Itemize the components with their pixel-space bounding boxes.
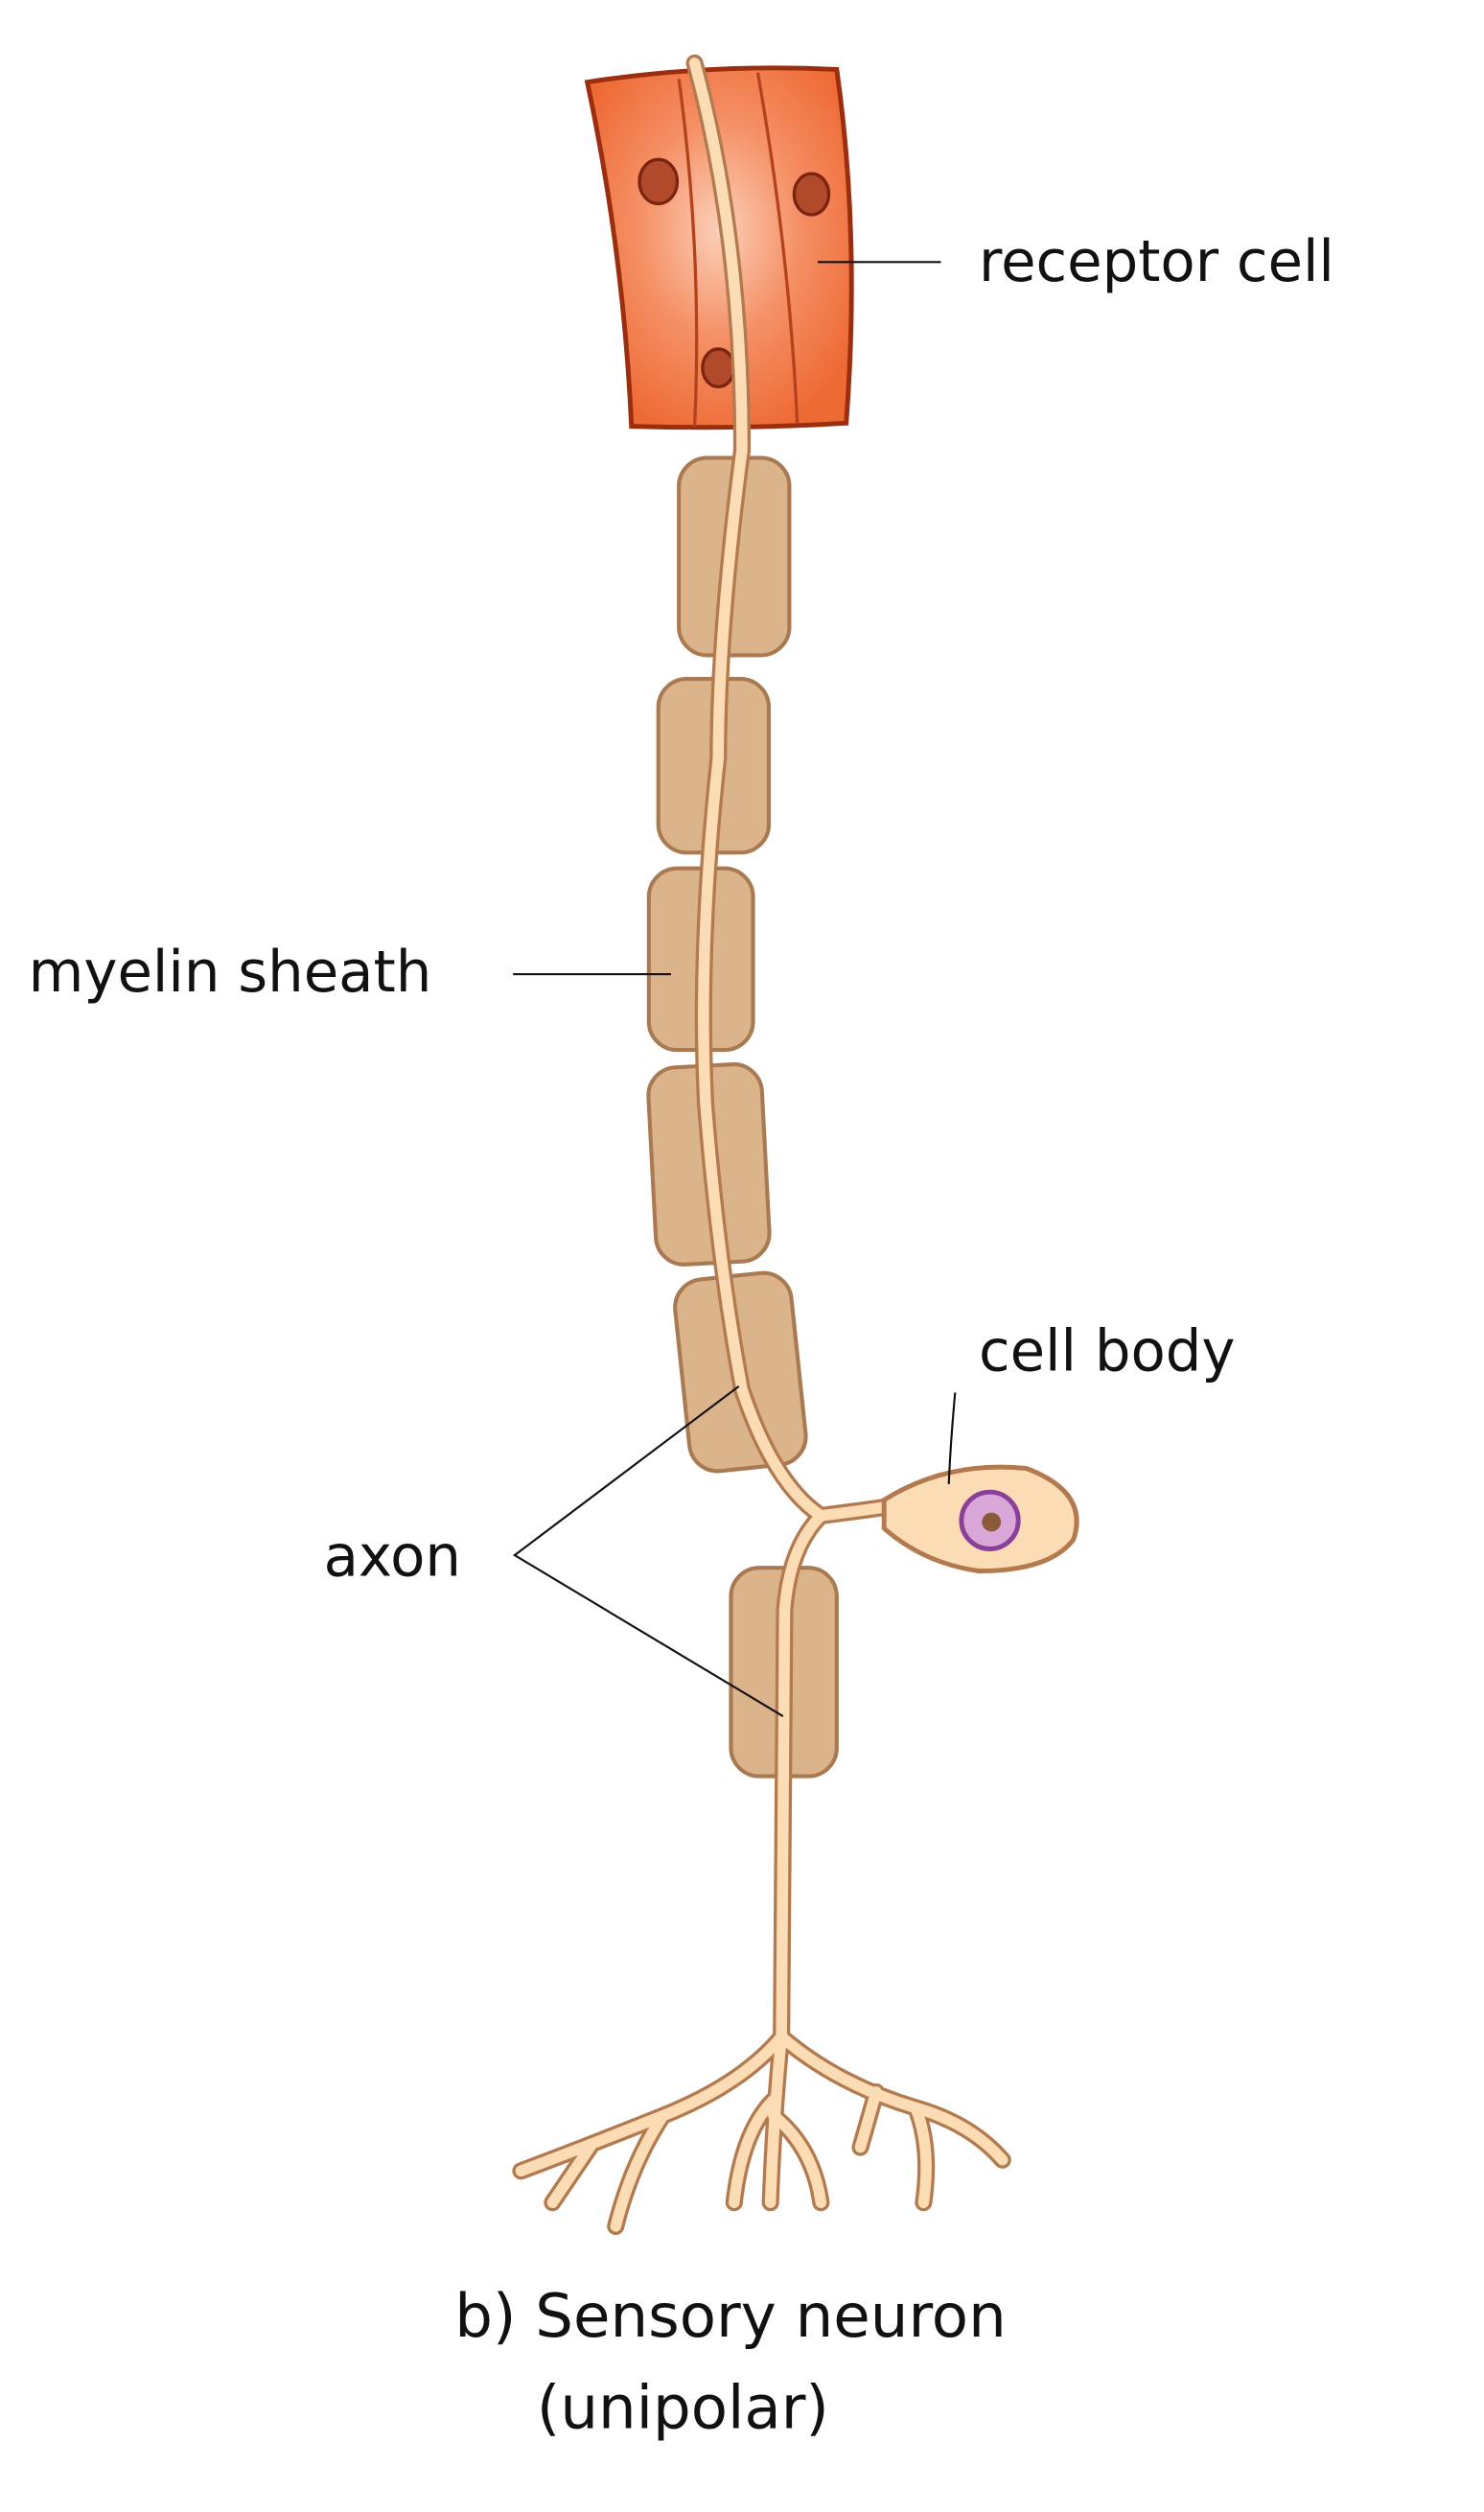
- receptor-nucleus: [638, 157, 680, 206]
- cell-body-pointer: [947, 1392, 957, 1485]
- axon: [512, 54, 1011, 2235]
- cell-body-label: cell body: [979, 1317, 1235, 1384]
- receptor-cell-label: receptor cell: [979, 228, 1334, 294]
- receptor-nucleus: [792, 172, 831, 217]
- receptor-nucleus: [701, 347, 736, 389]
- caption-subtitle: (unipolar): [537, 2373, 829, 2443]
- myelin-sheath-label: myelin sheath: [29, 939, 432, 1005]
- myelin-sheath: [646, 455, 839, 1779]
- axon-pointer: [512, 1385, 784, 1717]
- caption-title: b) Sensory neuron: [454, 2281, 1006, 2351]
- cell-body: [881, 1464, 1079, 1573]
- axon-label: axon: [324, 1523, 461, 1589]
- receptor-cell: [584, 65, 854, 430]
